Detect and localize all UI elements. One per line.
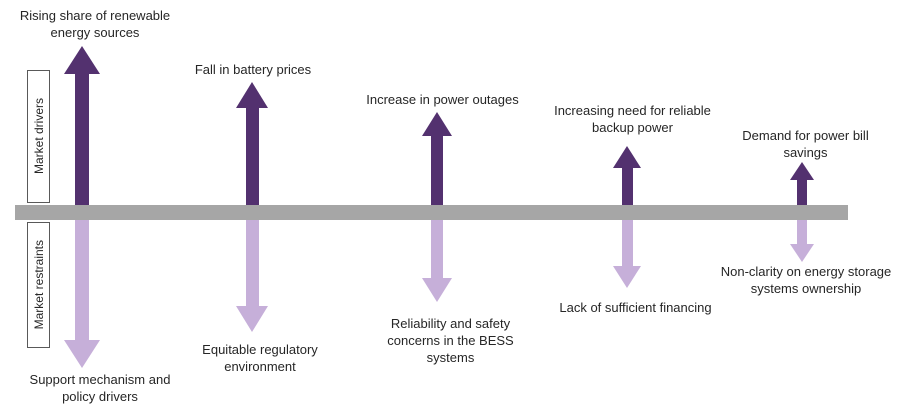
arrow-shaft bbox=[797, 180, 807, 205]
restraint-arrow-2 bbox=[236, 220, 268, 332]
restraint-arrow-1 bbox=[64, 220, 100, 368]
arrow-shaft bbox=[797, 220, 807, 244]
restraint-arrow-5 bbox=[790, 220, 814, 262]
arrow-head bbox=[422, 112, 452, 136]
arrow-shaft bbox=[431, 220, 443, 278]
restraint-arrow-3 bbox=[422, 220, 452, 302]
driver-arrow-4 bbox=[613, 146, 641, 205]
market-drivers-label: Market drivers bbox=[31, 98, 46, 175]
axis-box-market-restraints: Market restraints bbox=[27, 222, 50, 348]
axis-box-market-drivers: Market drivers bbox=[27, 70, 50, 203]
arrow-shaft bbox=[621, 220, 633, 266]
arrow-shaft bbox=[75, 220, 89, 340]
baseline-bar bbox=[15, 205, 848, 220]
driver-arrow-5 bbox=[790, 162, 814, 205]
arrow-head bbox=[236, 306, 268, 332]
driver-arrow-2 bbox=[236, 82, 268, 205]
driver-label-2: Fall in battery prices bbox=[194, 62, 312, 77]
driver-label-5: Demand for power bill savings bbox=[742, 128, 869, 160]
arrow-head bbox=[236, 82, 268, 108]
arrow-head bbox=[64, 46, 100, 74]
arrow-head bbox=[613, 266, 641, 288]
arrow-head bbox=[790, 162, 814, 180]
driver-arrow-3 bbox=[422, 112, 452, 205]
restraint-label-2: Equitable regulatory environment bbox=[202, 342, 318, 374]
arrow-head bbox=[64, 340, 100, 368]
restraint-label-4: Lack of sufficient financing bbox=[559, 300, 712, 315]
arrow-shaft bbox=[245, 108, 259, 205]
driver-label-3: Increase in power outages bbox=[366, 92, 519, 107]
driver-arrow-1 bbox=[64, 46, 100, 205]
restraint-label-5: Non-clarity on energy storage systems ow… bbox=[720, 264, 892, 296]
restraint-arrow-4 bbox=[613, 220, 641, 288]
driver-label-1: Rising share of renewable energy sources bbox=[19, 8, 171, 40]
restraint-label-3: Reliability and safety concerns in the B… bbox=[387, 316, 514, 365]
arrow-head bbox=[613, 146, 641, 168]
arrow-shaft bbox=[245, 220, 259, 306]
arrow-shaft bbox=[621, 168, 633, 205]
arrow-shaft bbox=[431, 136, 443, 205]
restraint-label-1: Support mechanism and policy drivers bbox=[29, 372, 171, 404]
arrow-head bbox=[790, 244, 814, 262]
driver-label-4: Increasing need for reliable backup powe… bbox=[554, 103, 711, 135]
arrow-head bbox=[422, 278, 452, 302]
market-restraints-label: Market restraints bbox=[31, 240, 46, 330]
arrow-shaft bbox=[75, 74, 89, 205]
